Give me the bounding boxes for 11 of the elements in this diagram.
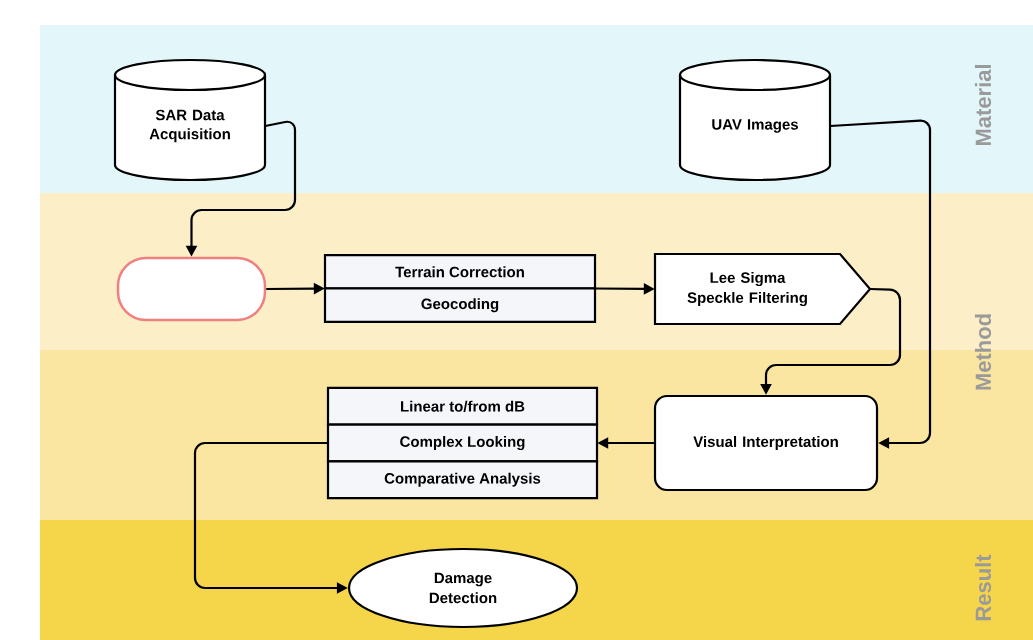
arrow	[830, 119, 932, 449]
list-row: Comparative Analysis	[326, 460, 599, 500]
process-box: Visual Interpretation	[653, 394, 879, 492]
list-row: Linear to/from dB	[326, 386, 599, 426]
pentagon-box: Lee Sigma Speckle Filtering	[653, 252, 872, 326]
rounded-box	[116, 256, 267, 322]
database-cylinder: UAV Images	[678, 58, 832, 182]
database-cylinder: SAR Data Acquisition	[113, 58, 267, 182]
list-row: Geocoding	[323, 287, 597, 324]
list-row: Terrain Correction	[323, 253, 597, 290]
list-row: Complex Looking	[326, 423, 599, 463]
